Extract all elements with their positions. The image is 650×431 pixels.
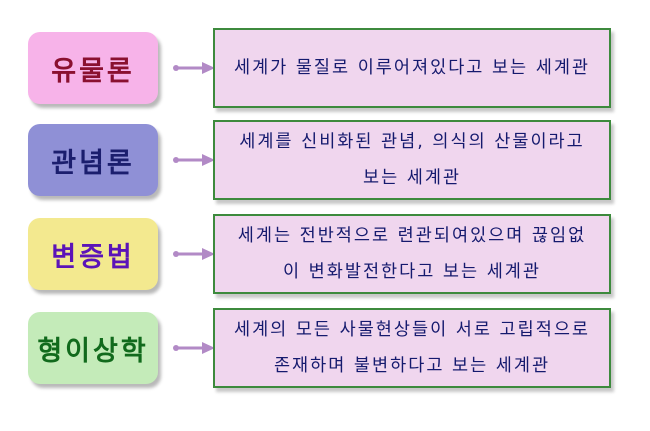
description-text-materialism: 세계가 물질로 이루어져있다고 보는 세계관 <box>233 58 591 78</box>
term-label-idealism: 관념론 <box>51 147 135 179</box>
term-box-dialectics: 변증법 <box>28 218 158 290</box>
description-text-dialectics: 세계는 전반적으로 련관되여있으며 끊임없이 변화발전한다고 보는 세계관 <box>237 226 587 282</box>
description-box-dialectics: 세계는 전반적으로 련관되여있으며 끊임없이 변화발전한다고 보는 세계관 <box>213 214 611 294</box>
arrow-right-icon <box>173 154 215 166</box>
row-idealism: 관념론 세계를 신비화된 관념, 의식의 산물이라고 보는 세계관 <box>0 120 650 200</box>
description-box-materialism: 세계가 물질로 이루어져있다고 보는 세계관 <box>213 28 611 108</box>
arrow-right-icon <box>173 248 215 260</box>
description-text-idealism: 세계를 신비화된 관념, 의식의 산물이라고 보는 세계관 <box>239 132 585 188</box>
description-box-idealism: 세계를 신비화된 관념, 의식의 산물이라고 보는 세계관 <box>213 120 611 200</box>
row-dialectics: 변증법 세계는 전반적으로 련관되여있으며 끊임없이 변화발전한다고 보는 세계… <box>0 214 650 294</box>
term-box-metaphysics: 형이상학 <box>28 312 158 384</box>
arrow-right-icon <box>173 342 215 354</box>
description-box-metaphysics: 세계의 모든 사물현상들이 서로 고립적으로 존재하며 불변하다고 보는 세계관 <box>213 308 611 388</box>
description-text-metaphysics: 세계의 모든 사물현상들이 서로 고립적으로 존재하며 불변하다고 보는 세계관 <box>233 320 591 376</box>
row-metaphysics: 형이상학 세계의 모든 사물현상들이 서로 고립적으로 존재하며 불변하다고 보… <box>0 308 650 388</box>
arrow-right-icon <box>173 62 215 74</box>
term-label-metaphysics: 형이상학 <box>37 335 149 367</box>
term-label-dialectics: 변증법 <box>51 241 135 273</box>
row-materialism: 유물론 세계가 물질로 이루어져있다고 보는 세계관 <box>0 28 650 108</box>
term-label-materialism: 유물론 <box>51 55 135 87</box>
term-box-materialism: 유물론 <box>28 32 158 104</box>
term-box-idealism: 관념론 <box>28 124 158 196</box>
